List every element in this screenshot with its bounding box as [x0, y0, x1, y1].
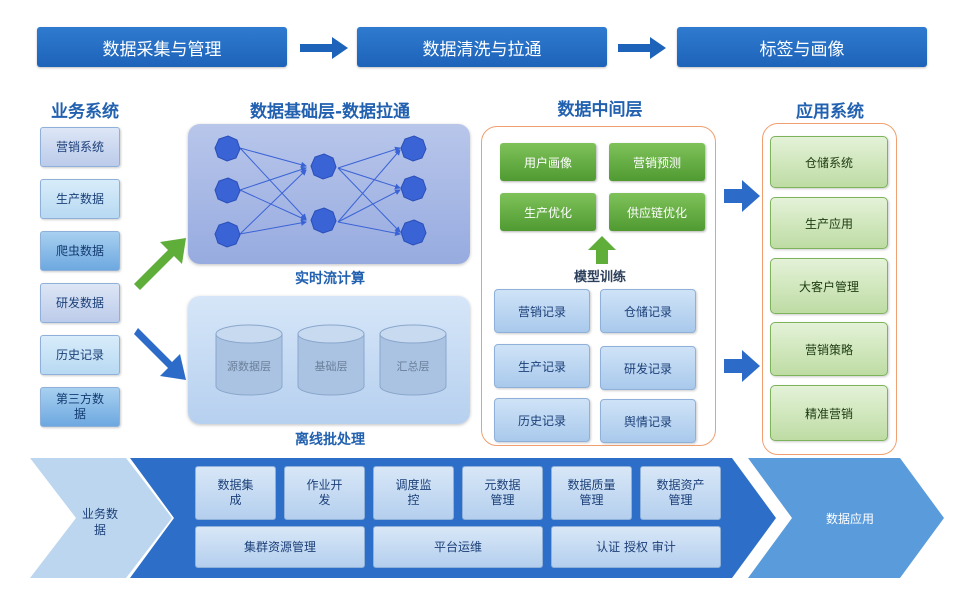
model-box: 供应链优化 [609, 193, 705, 231]
platform-tool: 调度监控 [373, 466, 454, 520]
platform-left-label: 业务数据 [82, 507, 119, 537]
app-system-title: 应用系统 [796, 102, 864, 122]
network-graph [214, 135, 427, 248]
node-icon [310, 207, 337, 234]
model-box: 用户画像 [500, 143, 596, 181]
layer-label: 汇总层 [396, 360, 430, 373]
record-box: 生产记录 [494, 344, 590, 388]
database-icon [297, 324, 365, 396]
arrow-right-icon [300, 37, 348, 59]
stage-tag-profile: 标签与画像 [677, 27, 927, 67]
record-box: 营销记录 [494, 289, 590, 333]
platform-right-label: 数据应用 [825, 512, 874, 526]
node-icon [400, 219, 427, 246]
base-layer-title: 数据基础层-数据拉通 [249, 102, 411, 122]
business-item: 历史记录 [40, 335, 120, 375]
arrow-right-icon [724, 180, 760, 212]
middle-layer-title: 数据中间层 [557, 100, 643, 120]
record-box: 舆情记录 [600, 399, 696, 443]
stage-clean-connect: 数据清洗与拉通 [357, 27, 607, 67]
business-item: 研发数据 [40, 283, 120, 323]
offline-caption: 离线批处理 [295, 432, 365, 448]
node-icon [400, 175, 427, 202]
layer-label: 基础层 [314, 360, 348, 373]
database-icon [215, 324, 283, 396]
business-item: 生产数据 [40, 179, 120, 219]
platform-service: 认证 授权 审计 [551, 526, 721, 568]
model-box: 营销预测 [609, 143, 705, 181]
node-icon [214, 177, 241, 204]
stage-label: 数据清洗与拉通 [422, 39, 542, 60]
node-icon [214, 221, 241, 248]
record-box: 研发记录 [600, 346, 696, 390]
business-item: 营销系统 [40, 127, 120, 167]
arrow-up-icon [588, 236, 616, 264]
training-caption: 模型训练 [573, 270, 626, 285]
app-item: 大客户管理 [770, 258, 888, 314]
record-box: 仓储记录 [600, 289, 696, 333]
node-icon [400, 135, 427, 162]
stage-label: 标签与画像 [759, 39, 845, 60]
platform-tool: 数据集成 [195, 466, 276, 520]
platform-tool: 作业开发 [284, 466, 365, 520]
node-icon [214, 135, 241, 162]
app-item: 仓储系统 [770, 136, 888, 188]
platform-tool: 元数据管理 [462, 466, 543, 520]
node-icon [310, 153, 337, 180]
stage-label: 数据采集与管理 [102, 39, 222, 60]
platform-tool: 数据资产管理 [640, 466, 721, 520]
app-item: 生产应用 [770, 197, 888, 249]
database-cylinder: 汇总层 [378, 324, 448, 398]
arrow-right-icon [618, 37, 666, 59]
arrow-right-icon [724, 350, 760, 382]
app-item: 营销策略 [770, 322, 888, 376]
arrow-up-right-icon [134, 238, 186, 290]
database-cylinder: 源数据层 [214, 324, 284, 398]
app-item: 精准营销 [770, 385, 888, 441]
offline-panel: 源数据层 基础层 汇总层 [188, 296, 470, 424]
database-cylinder: 基础层 [296, 324, 366, 398]
layer-label: 源数据层 [227, 360, 271, 373]
record-box: 历史记录 [494, 398, 590, 442]
platform-service: 集群资源管理 [195, 526, 365, 568]
business-item: 爬虫数据 [40, 231, 120, 271]
arrow-down-right-icon [134, 328, 186, 380]
database-icon [379, 324, 447, 396]
realtime-caption: 实时流计算 [295, 271, 365, 287]
stage-collect-manage: 数据采集与管理 [37, 27, 287, 67]
business-title: 业务系统 [51, 102, 119, 122]
platform-service: 平台运维 [373, 526, 543, 568]
platform-tool: 数据质量管理 [551, 466, 632, 520]
realtime-panel [188, 124, 470, 264]
business-item: 第三方数据 [40, 387, 120, 427]
model-box: 生产优化 [500, 193, 596, 231]
